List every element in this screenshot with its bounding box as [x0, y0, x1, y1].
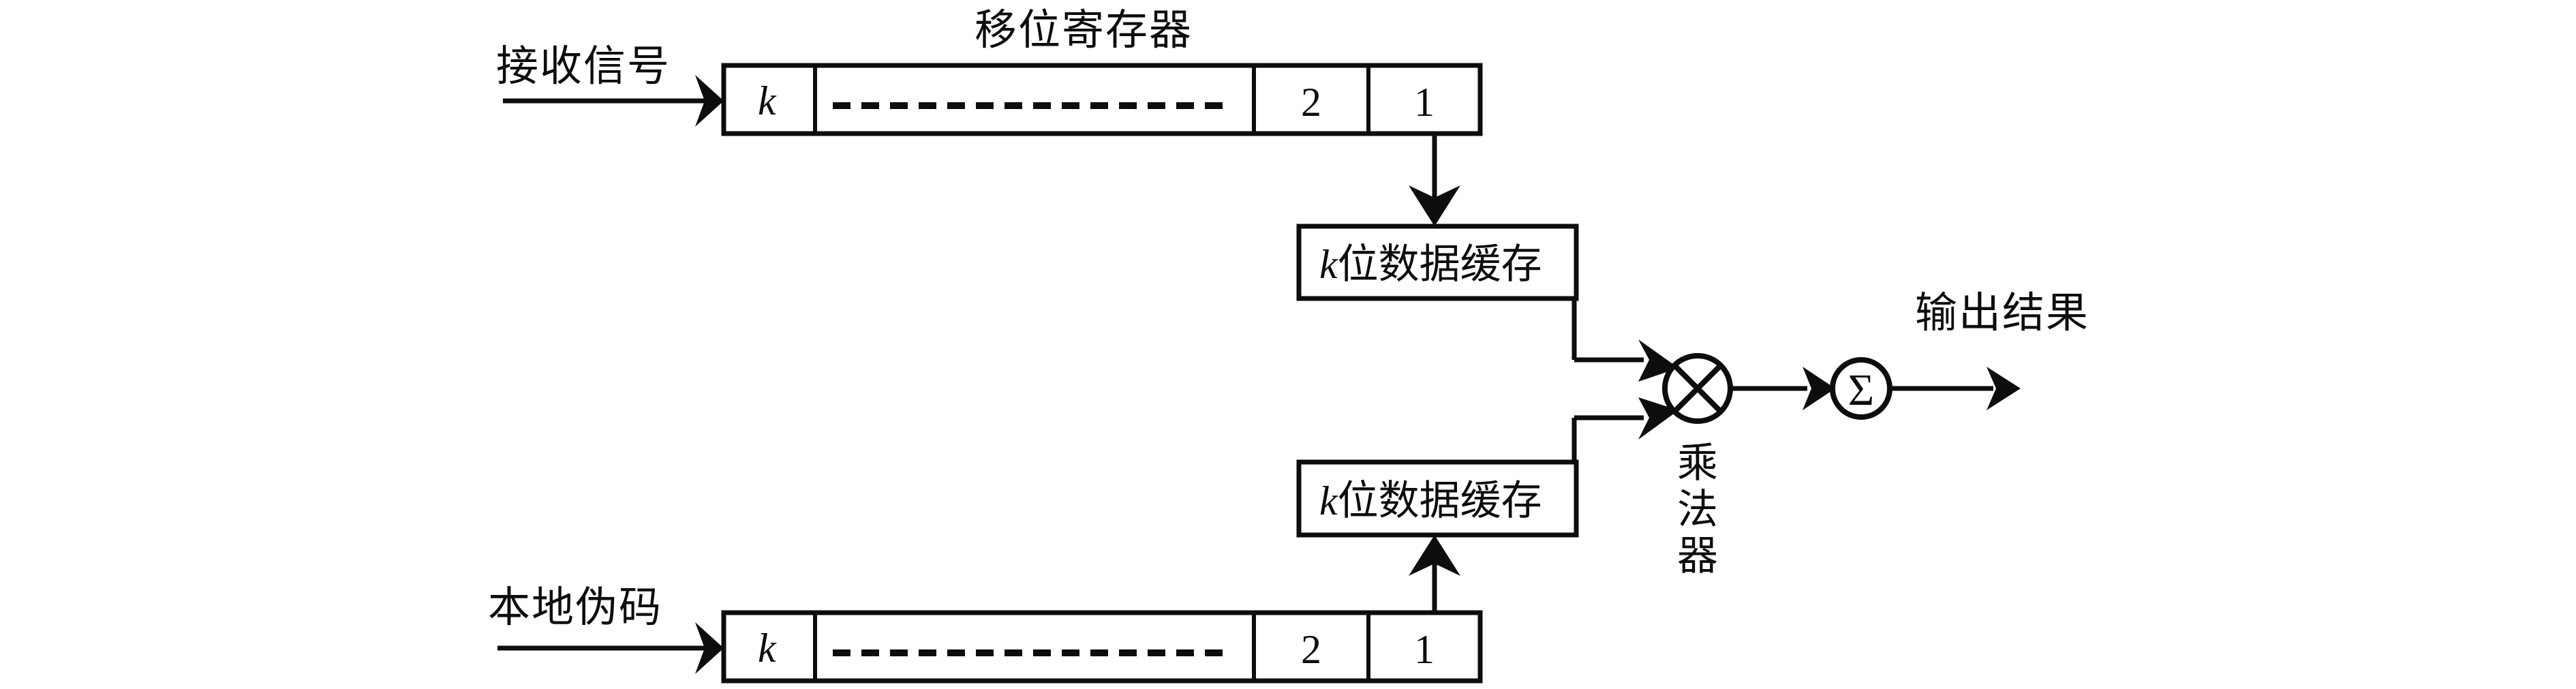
shift-register-top-cell-1: 1 [1414, 80, 1435, 125]
summer-node: Σ [1830, 357, 1892, 420]
shift-register-bottom-cell-k: k [758, 626, 777, 671]
buffer-box-bottom-label-rest: 位数据缓存 [1338, 478, 1542, 523]
input-arrow-bottom [497, 622, 724, 674]
connector-top-buffer-to-multiplier [1571, 298, 1678, 382]
multiplier-label-char-2: 器 [1677, 534, 1718, 579]
multiplier-label: 乘 法 器 [1677, 441, 1718, 579]
shift-register-top-cell-2: 2 [1301, 80, 1321, 125]
shift-register-top-cell-k: k [758, 78, 777, 123]
summer-sigma-symbol: Σ [1848, 365, 1874, 415]
shift-register-bottom-cell-1: 1 [1414, 627, 1435, 672]
buffer-box-top: k位数据缓存 [1296, 224, 1579, 301]
buffer-box-bottom-label-k: k [1319, 478, 1338, 523]
output-label: 输出结果 [1915, 290, 2089, 337]
buffer-box-top-label-rest: 位数据缓存 [1338, 242, 1542, 287]
multiplier-label-char-0: 乘 [1677, 441, 1718, 486]
buffer-box-top-label-k: k [1319, 242, 1338, 287]
shift-register-top: k 2 1 [721, 63, 1483, 136]
connector-multiplier-to-summer [1730, 367, 1835, 410]
buffer-box-bottom-label: k位数据缓存 [1319, 478, 1542, 523]
connector-bottom-buffer-to-multiplier [1571, 397, 1678, 462]
connector-bottom-register-to-buffer [1409, 535, 1460, 613]
buffer-box-bottom: k位数据缓存 [1296, 459, 1579, 538]
connector-top-register-to-buffer [1409, 134, 1460, 226]
output-arrow [1890, 367, 2021, 410]
buffer-box-top-label: k位数据缓存 [1319, 242, 1542, 287]
input-label-received-signal: 接收信号 [496, 44, 671, 90]
input-label-local-pn-code: 本地伪码 [488, 585, 662, 631]
shift-register-bottom-cell-2: 2 [1301, 627, 1321, 672]
multiplier-label-char-1: 法 [1677, 487, 1718, 532]
shift-register-bottom: k 2 1 [721, 610, 1483, 684]
input-arrow-top [503, 75, 724, 127]
shift-register-title: 移位寄存器 [975, 7, 1193, 54]
